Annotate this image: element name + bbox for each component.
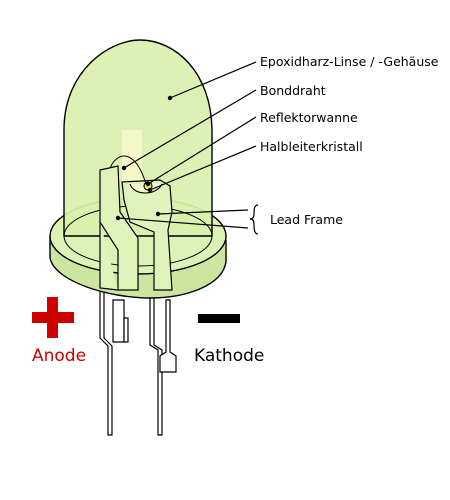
cathode-lead	[149, 287, 177, 436]
label-anode: Anode	[32, 346, 87, 366]
label-cathode: Kathode	[194, 346, 265, 366]
label-bond-wire: Bonddraht	[260, 83, 326, 98]
lead-frame-brace-icon	[249, 204, 259, 235]
anode-lead	[99, 287, 129, 436]
leader-dots	[115, 95, 173, 221]
bond-wire	[109, 155, 147, 185]
lead-frame	[99, 165, 173, 291]
emission-glow	[122, 130, 142, 190]
plus-icon	[32, 297, 74, 338]
label-reflector: Reflektorwanne	[260, 110, 358, 125]
leader-lines	[117, 61, 257, 229]
label-lead-frame: Lead Frame	[270, 212, 343, 227]
label-epoxy-lens: Epoxidharz-Linse / -Gehäuse	[260, 54, 439, 69]
label-semiconductor: Halbleiterkristall	[260, 139, 363, 154]
minus-icon	[198, 314, 240, 323]
